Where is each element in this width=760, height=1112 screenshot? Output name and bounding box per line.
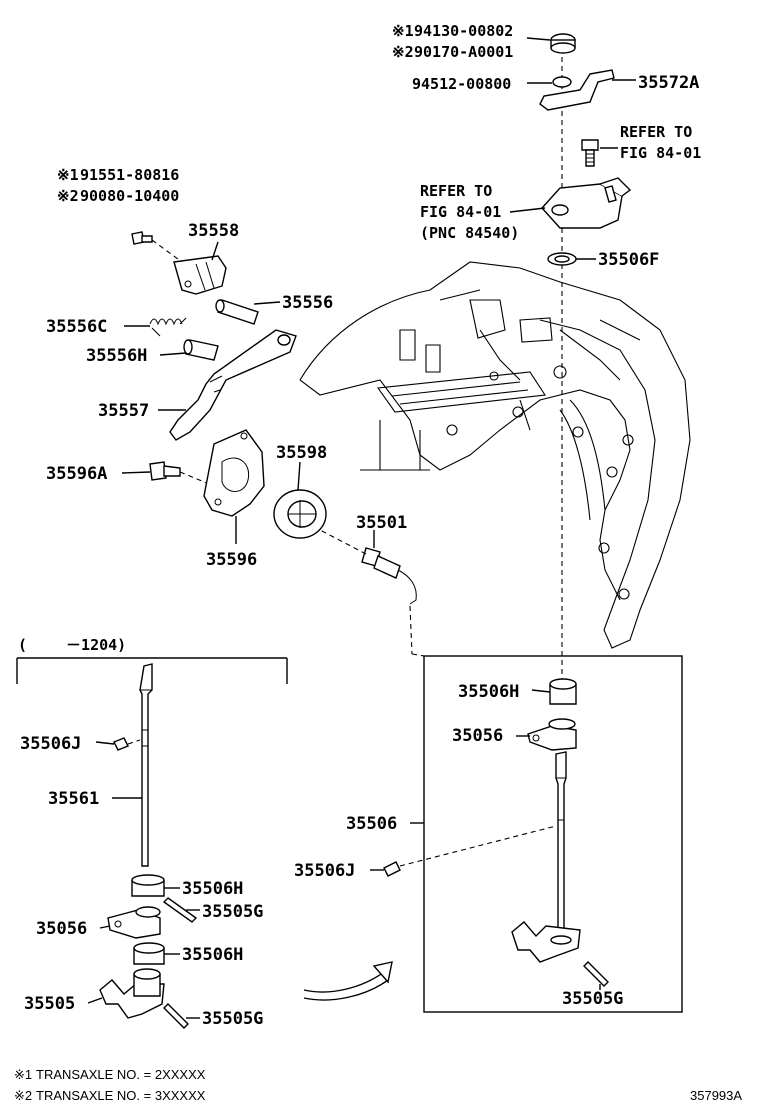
transaxle-housing	[299, 261, 691, 649]
lever-plate-label: 35572A	[638, 73, 699, 93]
left-label-j: 35506J	[20, 734, 81, 754]
left-pin-j-shape	[113, 737, 129, 751]
marker-2: ※2	[392, 43, 414, 61]
right-detent-shape	[511, 921, 581, 963]
lever-plate-shape	[539, 69, 615, 111]
switch-refer-line1: REFER TO	[420, 182, 492, 200]
top-fastener-ref1: 94130-00802	[414, 22, 513, 40]
note-1-text: TRANSAXLE NO. = 2XXXXX	[36, 1067, 206, 1082]
right-assembly-box	[370, 653, 683, 1013]
bolt-shape	[581, 139, 599, 151]
label-35596: 35596	[206, 550, 257, 570]
right-lever-shape	[527, 725, 577, 751]
note-2-text: TRANSAXLE NO. = 3XXXXX	[36, 1088, 206, 1103]
right-label-h: 35506H	[458, 682, 519, 702]
left-label-shaft: 35561	[48, 789, 99, 809]
label-35501: 35501	[356, 513, 407, 533]
left-shaft-shape	[139, 663, 153, 867]
left-pin-g2-shape	[163, 1003, 189, 1029]
label-35596A: 35596A	[46, 464, 107, 484]
direction-arrow	[303, 961, 393, 1001]
left-box-header: ( －1204)	[18, 636, 126, 654]
right-pin-g-shape	[583, 961, 609, 987]
label-35598: 35598	[276, 443, 327, 463]
washer-shape	[552, 76, 572, 88]
label-35558: 35558	[188, 221, 239, 241]
left-pin-g1-shape	[162, 897, 198, 923]
left-label-detent: 35505	[24, 994, 75, 1014]
left-variant-box	[16, 657, 288, 1029]
top-stack	[509, 33, 636, 700]
washer-label: 94512-00800	[412, 75, 511, 93]
right-shaft-shape	[555, 751, 567, 941]
right-pin-j-shape	[383, 861, 401, 877]
seal-label: 35506F	[598, 250, 659, 270]
marker-1-left: ※1	[57, 166, 79, 184]
right-label-assy: 35506	[346, 814, 397, 834]
right-label-lever: 35056	[452, 726, 503, 746]
left-label-h2: 35506H	[182, 945, 243, 965]
bracket-35596-shape	[203, 429, 265, 517]
bolt-35596A-shape	[149, 461, 167, 481]
neutral-switch-shape	[541, 183, 623, 229]
left-upper-parts	[121, 231, 417, 655]
top-fastener-ref2: 90170-A0001	[414, 43, 513, 61]
right-label-j: 35506J	[294, 861, 355, 881]
lever-35557-shape	[169, 329, 297, 441]
refer-bolt-line2: FIG 84-01	[620, 144, 701, 162]
label-35556: 35556	[282, 293, 333, 313]
left-bolt-ref2: 90080-10400	[80, 187, 179, 205]
note-1-mark: ※1	[14, 1067, 32, 1082]
switch-refer-line2: FIG 84-01	[420, 203, 501, 221]
left-bolt-ref1: 91551-80816	[80, 166, 179, 184]
label-35556C: 35556C	[46, 317, 107, 337]
spring-shape	[149, 317, 187, 337]
left-label-h1: 35506H	[182, 879, 243, 899]
marker-2-left: ※2	[57, 187, 79, 205]
left-label-g2: 35505G	[202, 1009, 263, 1029]
refer-bolt-line1: REFER TO	[620, 123, 692, 141]
left-label-g1: 35505G	[202, 902, 263, 922]
marker-1: ※1	[392, 22, 414, 40]
right-label-g: 35505G	[562, 989, 623, 1009]
left-label-lever: 35056	[36, 919, 87, 939]
switch-refer-line3: (PNC 84540)	[420, 224, 519, 242]
note-2-mark: ※2	[14, 1088, 32, 1103]
figure-code: 357993A	[690, 1088, 742, 1103]
label-35557: 35557	[98, 401, 149, 421]
label-35556H: 35556H	[86, 346, 147, 366]
